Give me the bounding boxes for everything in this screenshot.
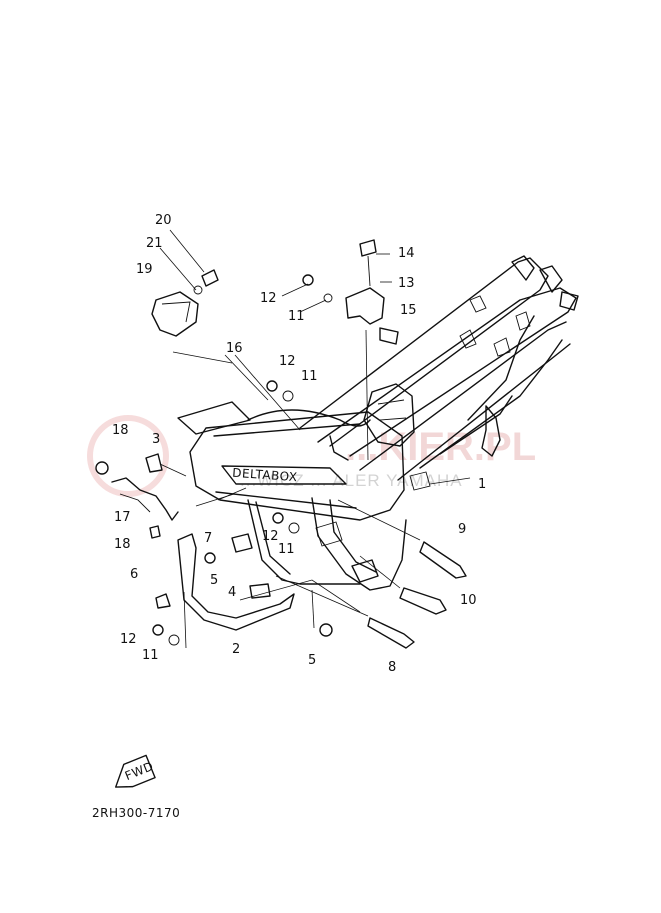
callout-18b: 18 <box>114 537 131 552</box>
callout-5b: 5 <box>308 653 316 668</box>
watermark-logo <box>87 415 169 497</box>
hardware <box>95 380 467 649</box>
callout-19: 19 <box>136 262 153 277</box>
watermark-tagline: ...WICZ ... ALER YAMAHA <box>240 471 463 490</box>
callout-3: 3 <box>152 432 160 447</box>
main-frame <box>189 255 579 591</box>
bracket-assembly-19 <box>151 269 233 364</box>
callout-12a: 12 <box>260 291 277 306</box>
callout-4: 4 <box>228 585 236 600</box>
callout-20: 20 <box>155 213 172 228</box>
frame-cover-strip <box>177 401 251 435</box>
callout-12b: 12 <box>279 354 296 369</box>
callout-5a: 5 <box>210 573 218 588</box>
callout-13: 13 <box>398 276 415 291</box>
callout-11c: 11 <box>278 542 295 557</box>
callout-17: 17 <box>114 510 131 525</box>
callout-21: 21 <box>146 236 163 251</box>
callout-12c: 12 <box>262 529 279 544</box>
fwd-arrow-icon: FWD <box>115 754 156 788</box>
frame-lettering: DELTABOX <box>232 466 298 485</box>
bracket-13 <box>302 239 399 345</box>
diagram-code: 2RH300-7170 <box>92 806 180 820</box>
callout-1: 1 <box>478 477 486 492</box>
callout-8: 8 <box>388 660 396 675</box>
callout-18a: 18 <box>112 423 129 438</box>
callout-7: 7 <box>204 531 212 546</box>
callout-10: 10 <box>460 593 477 608</box>
callout-12d: 12 <box>120 632 137 647</box>
callout-16: 16 <box>226 341 243 356</box>
callout-2: 2 <box>232 642 240 657</box>
callout-14: 14 <box>398 246 415 261</box>
callout-6: 6 <box>130 567 138 582</box>
watermark: ...KIER.PL ...WICZ ... ALER YAMAHA <box>87 415 536 497</box>
callout-11d: 11 <box>142 648 159 663</box>
callouts: 1 2 3 4 5 5 6 7 8 9 10 11 11 11 11 12 12… <box>112 213 486 675</box>
lower-bracket-2 <box>177 533 295 631</box>
callout-11b: 11 <box>301 369 318 384</box>
callout-15: 15 <box>400 303 417 318</box>
callout-9: 9 <box>458 522 466 537</box>
leader-lines <box>159 229 471 649</box>
callout-11a: 11 <box>288 309 305 324</box>
deltabox-plate: DELTABOX <box>221 465 347 485</box>
